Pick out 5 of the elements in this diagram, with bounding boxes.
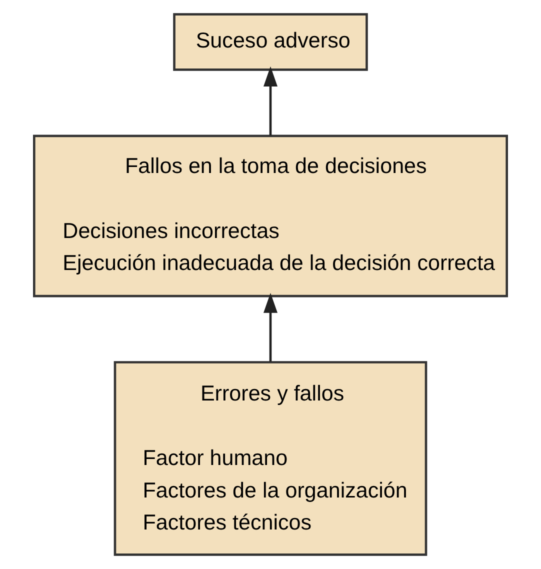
node-box: Fallos en la toma de decisiones Decisiones incorrectas Ejecución inadecuada de la decisión correcta xyxy=(33,134,508,298)
node-box: Errores y fallos Factor humano Factores de la organización Factores técnicos xyxy=(114,361,428,556)
node-box: Suceso adverso xyxy=(173,13,368,71)
arrow xyxy=(263,66,278,136)
arrow xyxy=(263,292,278,362)
